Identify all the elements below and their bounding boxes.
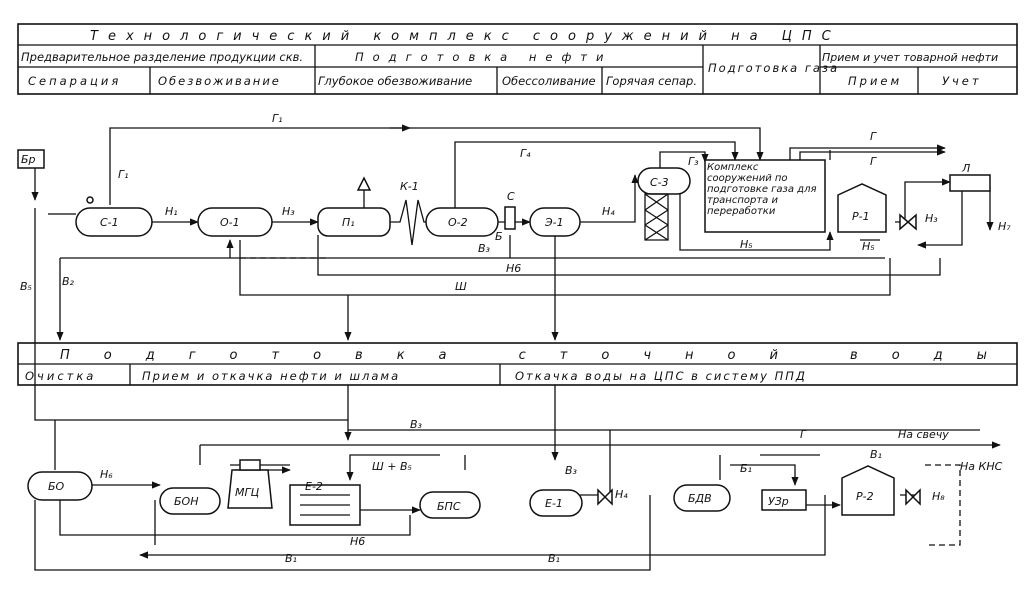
flow-b3: В₃ xyxy=(478,242,491,255)
flow-n7: Н₇ xyxy=(998,220,1011,233)
flow-b1-top: В₁ xyxy=(870,448,882,461)
flow-b5: В₅ xyxy=(20,280,32,293)
dewatering-label: Обезвоживание xyxy=(158,74,281,88)
o2-vessel xyxy=(425,207,499,237)
br-label: Бр xyxy=(21,153,36,166)
deep-dewatering-label: Глубокое обезвоживание xyxy=(318,74,472,88)
flow-labels: Г₁ Г₁ Н₁ Н₃ Г₄ Г₃ Г Г Н₄ В₃ Н6 Н₅ Н₅ Н₃ … xyxy=(20,112,1011,565)
gas-preparation-label: Подготовка газа xyxy=(708,61,839,75)
pre-separation-label: Предварительное разделение продукции скв… xyxy=(21,50,303,64)
flow-b1-bdv: Б₁ xyxy=(740,462,752,475)
p1-label: П₁ xyxy=(342,216,355,229)
o1-vessel xyxy=(197,207,273,237)
p1-heater xyxy=(317,207,391,237)
commercial-oil-label: Прием и учет товарной нефти xyxy=(822,51,998,64)
cleaning-label: Очистка xyxy=(25,369,96,383)
flow-n3b: Н₃ xyxy=(925,212,938,225)
flow-g-mid: Г xyxy=(870,155,877,168)
gas-complex-box xyxy=(704,159,826,233)
o1-label: О-1 xyxy=(220,216,240,229)
flow-g-water: Г xyxy=(800,428,807,441)
e1-vessel xyxy=(529,207,581,237)
bdv-label: БДВ xyxy=(688,492,712,505)
c1-label: С-1 xyxy=(100,216,119,229)
flow-g4: Г₄ xyxy=(520,147,531,160)
l-box xyxy=(949,174,991,192)
bo-label: БО xyxy=(48,480,65,493)
reception-label: Прием xyxy=(848,74,902,88)
flow-n6-water: Н₆ xyxy=(100,468,113,481)
flow-b1-right: В₁ xyxy=(548,552,560,565)
c-mixer-label: С xyxy=(507,190,515,203)
flow-g3: Г₃ xyxy=(688,155,699,168)
hot-separation-label: Горячая сепар. xyxy=(606,74,697,88)
bon-vessel xyxy=(159,487,221,515)
flow-g-top: Г xyxy=(870,130,877,143)
flow-b1-left: В₁ xyxy=(285,552,297,565)
l-label: Л xyxy=(961,162,970,175)
c-mixer xyxy=(504,206,516,230)
desalting-label: Обессоливание xyxy=(502,74,596,88)
water-treatment-label: Подготовка сточной воды xyxy=(60,348,1021,363)
o2-label: О-2 xyxy=(448,216,468,229)
oil-sludge-label: Прием и откачка нефти и шлама xyxy=(142,369,400,383)
flow-n5: Н₅ xyxy=(740,238,753,251)
flow-n8: Н₈ xyxy=(932,490,945,503)
uzr-label: УЗр xyxy=(768,495,789,508)
gas-complex-label: Комплекс сооружений по подготовке газа д… xyxy=(707,162,817,217)
c3-label: С-3 xyxy=(650,176,669,189)
water-section-header xyxy=(17,342,1018,386)
e1-water-label: Е-1 xyxy=(545,497,563,510)
equipment-labels: Бр С-1 О-1 П₁ К-1 О-2 С Б Э-1 С-3 Компле… xyxy=(21,153,970,513)
water-pumping-label: Откачка воды на ЦПС в систему ППД xyxy=(515,369,807,383)
br-box xyxy=(17,149,45,169)
r1-label: Р-1 xyxy=(852,210,870,223)
flow-n6: Н6 xyxy=(506,262,521,275)
header-table xyxy=(17,23,1018,95)
r2-label: Р-2 xyxy=(856,490,874,503)
lower-pipelines xyxy=(34,345,1001,571)
flow-sh-b5: Ш + В₅ xyxy=(372,460,412,473)
bon-label: БОН xyxy=(174,495,198,508)
flow-sh: Ш xyxy=(455,280,467,293)
flow-b2: В₂ xyxy=(62,275,75,288)
flow-g1-side: Г₁ xyxy=(118,168,129,181)
flow-b3-right: В₃ xyxy=(565,464,578,477)
flow-n6-bottom: Н6 xyxy=(350,535,365,548)
upper-pipelines xyxy=(31,124,994,345)
flow-to-candle: На свечу xyxy=(898,428,949,441)
e2-label: Е-2 xyxy=(305,480,323,493)
flow-to-kns: На КНС xyxy=(960,460,1003,473)
upper-equipment xyxy=(17,149,991,241)
bps-label: БПС xyxy=(437,500,461,513)
flow-b3-water: В₃ xyxy=(410,418,423,431)
bdv-vessel xyxy=(673,484,731,512)
flow-n4: Н₄ xyxy=(602,205,615,218)
flow-n3: Н₃ xyxy=(282,205,295,218)
metering-label: Учет xyxy=(942,74,982,88)
mgc-label: МГЦ xyxy=(235,486,260,499)
e1-label: Э-1 xyxy=(544,216,564,229)
k1-label: К-1 xyxy=(400,180,419,193)
lower-equipment xyxy=(27,459,921,526)
flow-n4-water: Н₄ xyxy=(615,488,628,501)
r1-tank xyxy=(837,183,887,233)
diagram-title: Технологический комплекс сооружений на Ц… xyxy=(90,29,841,44)
flow-g1-top: Г₁ xyxy=(272,112,283,125)
b-pump-label: Б xyxy=(495,230,503,243)
flow-n5b: Н₅ xyxy=(862,240,875,253)
bps-vessel xyxy=(419,491,481,519)
uzr-unit xyxy=(761,489,807,511)
separation-label: Сепарация xyxy=(28,74,121,88)
bo-vessel xyxy=(27,471,93,501)
flow-n1: Н₁ xyxy=(165,205,178,218)
c1-vessel xyxy=(75,207,153,237)
oil-preparation-label: Подготовка нефти xyxy=(355,50,612,64)
r2-tank xyxy=(841,465,895,516)
e1-water-vessel xyxy=(529,489,583,517)
